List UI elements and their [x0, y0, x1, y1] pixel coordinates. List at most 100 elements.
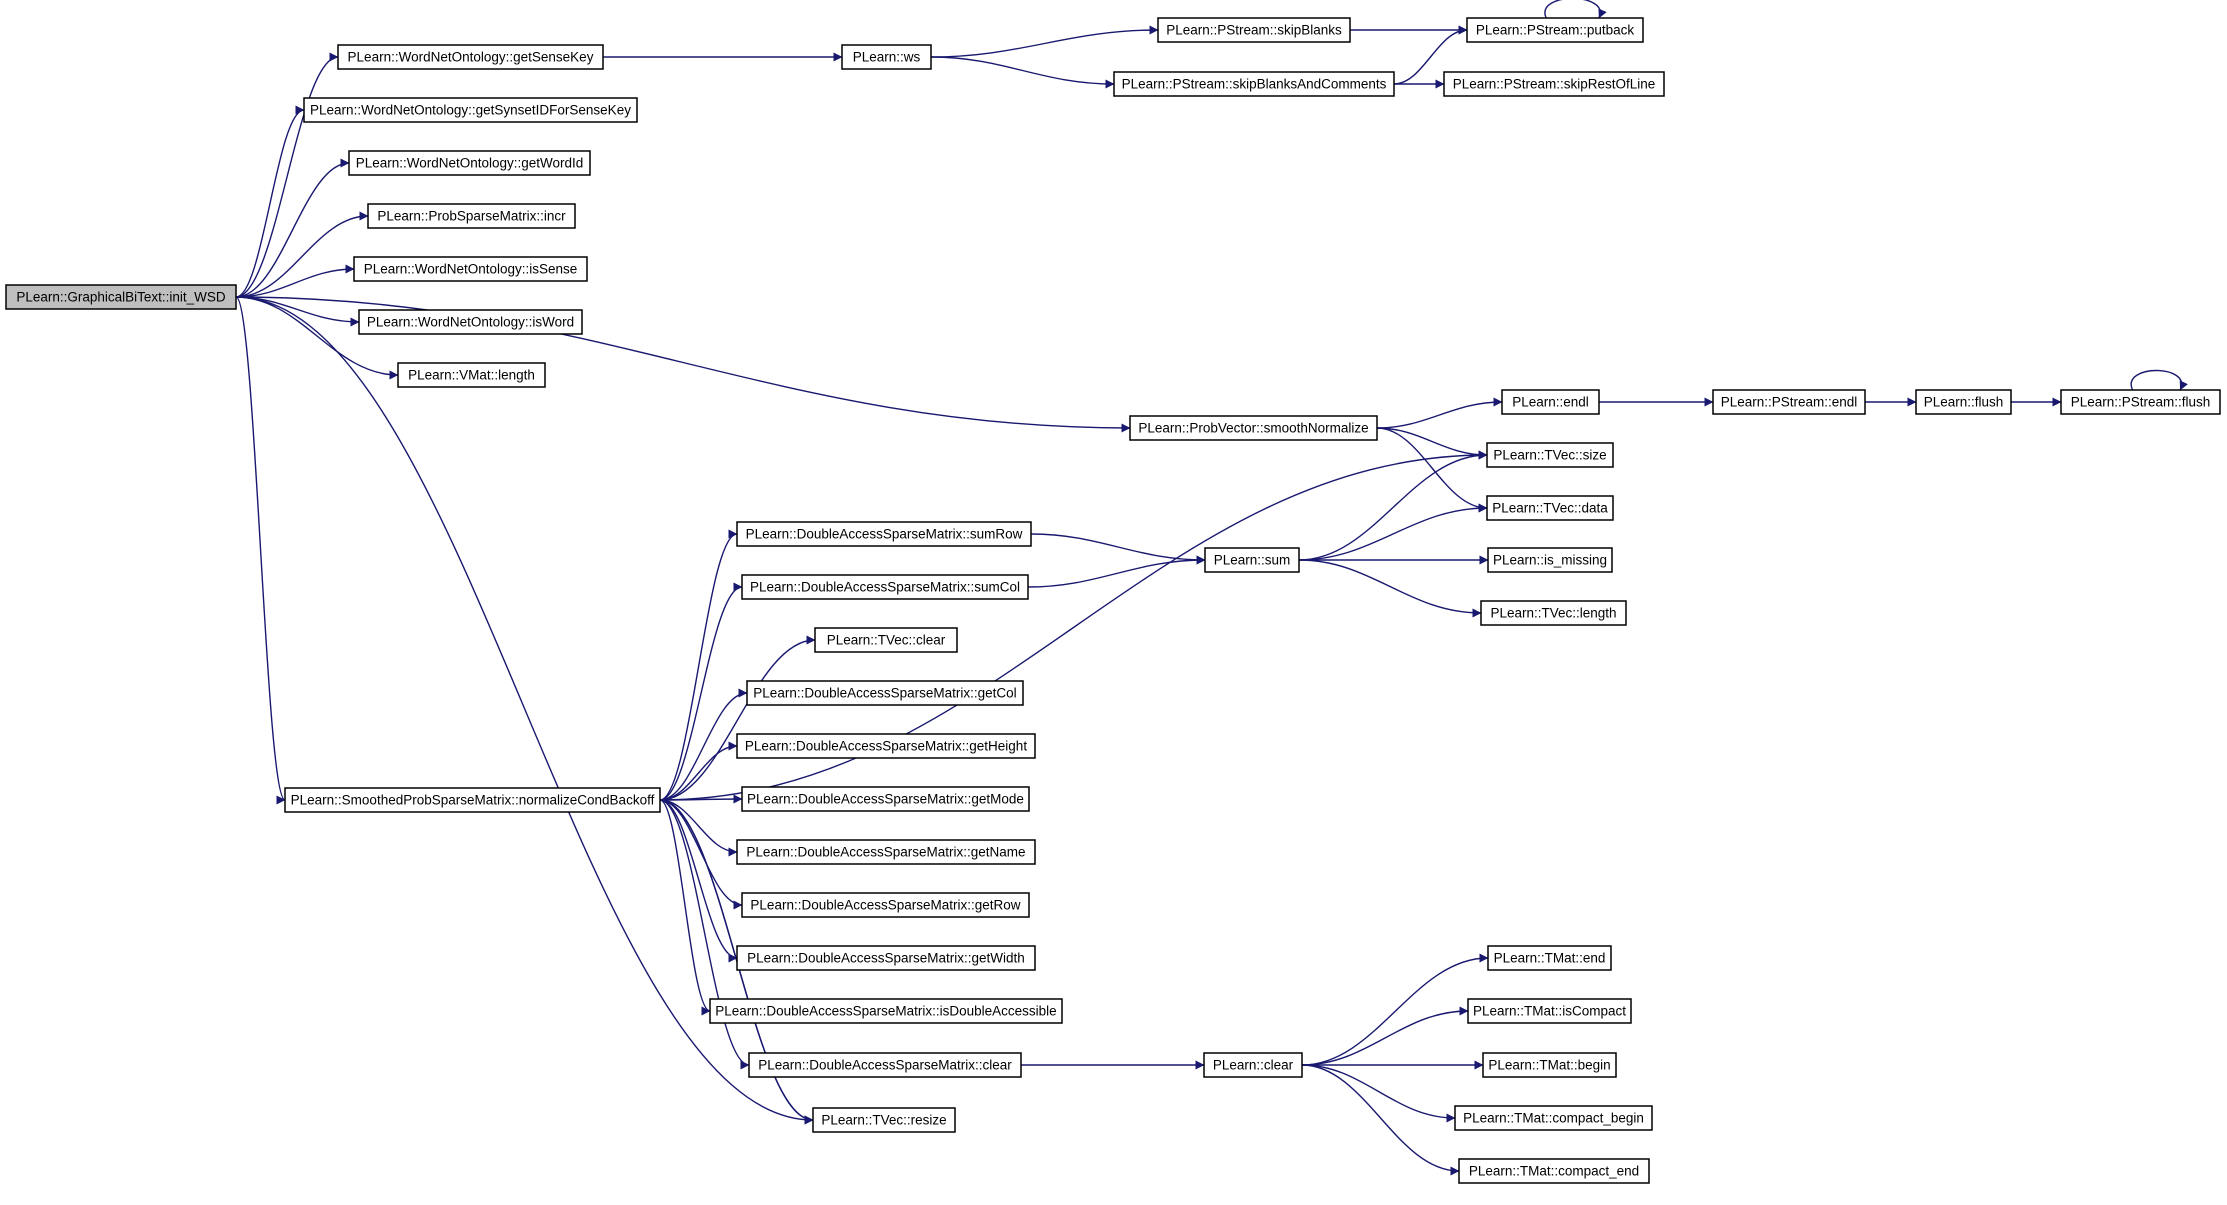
function-node[interactable]: PLearn::TVec::clear: [814, 627, 958, 653]
function-node[interactable]: PLearn::PStream::putback: [1466, 17, 1644, 43]
function-node-label: PLearn::DoubleAccessSparseMatrix::getNam…: [746, 845, 1025, 860]
function-node[interactable]: PLearn::ProbVector::smoothNormalize: [1129, 415, 1378, 441]
function-node[interactable]: PLearn::PStream::skipBlanks: [1157, 17, 1351, 43]
function-node[interactable]: PLearn::DoubleAccessSparseMatrix::getCol: [746, 680, 1024, 706]
function-node-box: [1458, 1158, 1650, 1184]
function-node-box: [741, 786, 1030, 812]
function-node-box: [736, 521, 1032, 547]
function-node-box: [1487, 945, 1612, 971]
function-node-label: PLearn::TMat::begin: [1488, 1058, 1610, 1073]
function-node[interactable]: PLearn::DoubleAccessSparseMatrix::getWid…: [736, 945, 1036, 971]
function-node[interactable]: PLearn::sum: [1204, 547, 1300, 573]
function-node[interactable]: PLearn::TMat::compact_end: [1458, 1158, 1650, 1184]
function-node[interactable]: PLearn::PStream::skipBlanksAndComments: [1113, 71, 1395, 97]
function-node[interactable]: PLearn::WordNetOntology::getSynsetIDForS…: [303, 97, 638, 123]
function-node-label: PLearn::DoubleAccessSparseMatrix::sumRow: [746, 527, 1023, 542]
function-node[interactable]: PLearn::WordNetOntology::isSense: [353, 256, 588, 282]
function-node-label: PLearn::is_missing: [1493, 553, 1607, 568]
function-node-box: [1203, 1052, 1303, 1078]
function-node[interactable]: PLearn::TMat::compact_begin: [1454, 1105, 1653, 1131]
function-node[interactable]: PLearn::ProbSparseMatrix::incr: [367, 203, 576, 229]
function-node[interactable]: PLearn::DoubleAccessSparseMatrix::isDoub…: [709, 998, 1063, 1024]
function-node-box: [1157, 17, 1351, 43]
function-node-label: PLearn::PStream::skipRestOfLine: [1453, 77, 1656, 92]
function-node-box: [397, 362, 546, 388]
function-node-box: [1113, 71, 1395, 97]
call-edge: [235, 296, 286, 805]
function-node-label: PLearn::TVec::clear: [827, 633, 946, 648]
function-node[interactable]: PLearn::TMat::begin: [1482, 1052, 1617, 1078]
function-node-box: [1480, 600, 1627, 626]
call-edge: [659, 799, 738, 857]
function-node-box: [1204, 547, 1300, 573]
function-node-box: [367, 203, 576, 229]
function-node-label: PLearn::sum: [1214, 553, 1291, 568]
function-node[interactable]: PLearn::DoubleAccessSparseMatrix::getRow: [741, 892, 1030, 918]
function-node[interactable]: PLearn::PStream::skipRestOfLine: [1443, 71, 1665, 97]
function-node-label: PLearn::SmoothedProbSparseMatrix::normal…: [291, 793, 655, 808]
function-node-label: PLearn::WordNetOntology::getSynsetIDForS…: [310, 103, 631, 118]
call-edge: [659, 799, 711, 1016]
function-node[interactable]: PLearn::endl: [1501, 389, 1600, 415]
function-node[interactable]: PLearn::DoubleAccessSparseMatrix::getHei…: [736, 733, 1036, 759]
function-node[interactable]: PLearn::SmoothedProbSparseMatrix::normal…: [284, 787, 661, 813]
function-node[interactable]: PLearn::TMat::end: [1487, 945, 1612, 971]
call-edge: [235, 296, 814, 1125]
function-node[interactable]: PLearn::flush: [1915, 389, 2012, 415]
function-node-label: PLearn::DoubleAccessSparseMatrix::getCol: [753, 686, 1016, 701]
function-node[interactable]: PLearn::VMat::length: [397, 362, 546, 388]
function-node[interactable]: PLearn::DoubleAccessSparseMatrix::sumCol: [741, 574, 1029, 600]
function-node-box: [736, 733, 1036, 759]
function-node[interactable]: PLearn::TMat::isCompact: [1467, 998, 1632, 1024]
function-node[interactable]: PLearn::TVec::data: [1486, 495, 1614, 521]
function-node[interactable]: PLearn::DoubleAccessSparseMatrix::getNam…: [736, 839, 1036, 865]
function-node[interactable]: PLearn::DoubleAccessSparseMatrix::clear: [748, 1052, 1022, 1078]
function-node-label: PLearn::PStream::skipBlanks: [1166, 23, 1342, 38]
function-node[interactable]: PLearn::WordNetOntology::getWordId: [348, 150, 591, 176]
function-node-label: PLearn::TVec::data: [1492, 501, 1608, 516]
function-node-label: PLearn::DoubleAccessSparseMatrix::getMod…: [747, 792, 1024, 807]
function-node[interactable]: PLearn::is_missing: [1487, 547, 1613, 573]
call-edge: [1027, 555, 1206, 588]
call-edge: [2130, 369, 2188, 391]
function-node[interactable]: PLearn::TVec::length: [1480, 600, 1627, 626]
call-edge: [930, 56, 1115, 89]
function-node[interactable]: PLearn::TVec::resize: [812, 1107, 956, 1133]
function-node-label: PLearn::DoubleAccessSparseMatrix::isDoub…: [715, 1004, 1056, 1019]
function-node-box: [348, 150, 591, 176]
function-node-label: PLearn::ws: [853, 50, 921, 65]
call-edge: [1301, 953, 1489, 1066]
function-node-label: PLearn::flush: [1924, 395, 2004, 410]
function-node[interactable]: PLearn::DoubleAccessSparseMatrix::getMod…: [741, 786, 1030, 812]
call-edge: [235, 158, 350, 298]
function-node[interactable]: PLearn::DoubleAccessSparseMatrix::sumRow: [736, 521, 1032, 547]
function-node-label: PLearn::WordNetOntology::isWord: [367, 315, 574, 330]
function-node[interactable]: PLearn::ws: [841, 44, 932, 70]
function-node-box: [741, 574, 1029, 600]
call-edge: [659, 529, 738, 801]
function-node-box: [2060, 389, 2221, 415]
function-node-box: [358, 309, 583, 335]
call-edge: [659, 635, 816, 801]
root-function-node[interactable]: PLearn::GraphicalBiText::init_WSD: [5, 284, 237, 310]
function-node[interactable]: PLearn::WordNetOntology::isWord: [358, 309, 583, 335]
call-edge: [1376, 397, 1503, 429]
call-edges: [235, 0, 2188, 1176]
call-edge: [659, 799, 738, 963]
function-node-box: [709, 998, 1063, 1024]
call-edge: [1393, 25, 1468, 85]
function-node[interactable]: PLearn::clear: [1203, 1052, 1303, 1078]
call-edge: [659, 688, 748, 801]
call-edge: [1301, 1006, 1469, 1066]
function-node-box: [814, 627, 958, 653]
function-node-label: PLearn::WordNetOntology::getSenseKey: [348, 50, 594, 65]
function-node[interactable]: PLearn::WordNetOntology::getSenseKey: [337, 44, 604, 70]
function-node[interactable]: PLearn::PStream::endl: [1712, 389, 1866, 415]
function-node-label: PLearn::TVec::length: [1490, 606, 1616, 621]
function-node-label: PLearn::PStream::flush: [2071, 395, 2211, 410]
function-node[interactable]: PLearn::TVec::size: [1486, 442, 1614, 468]
function-node[interactable]: PLearn::PStream::flush: [2060, 389, 2221, 415]
function-node-label: PLearn::TMat::compact_end: [1469, 1164, 1639, 1179]
function-node-label: PLearn::TMat::end: [1494, 951, 1606, 966]
